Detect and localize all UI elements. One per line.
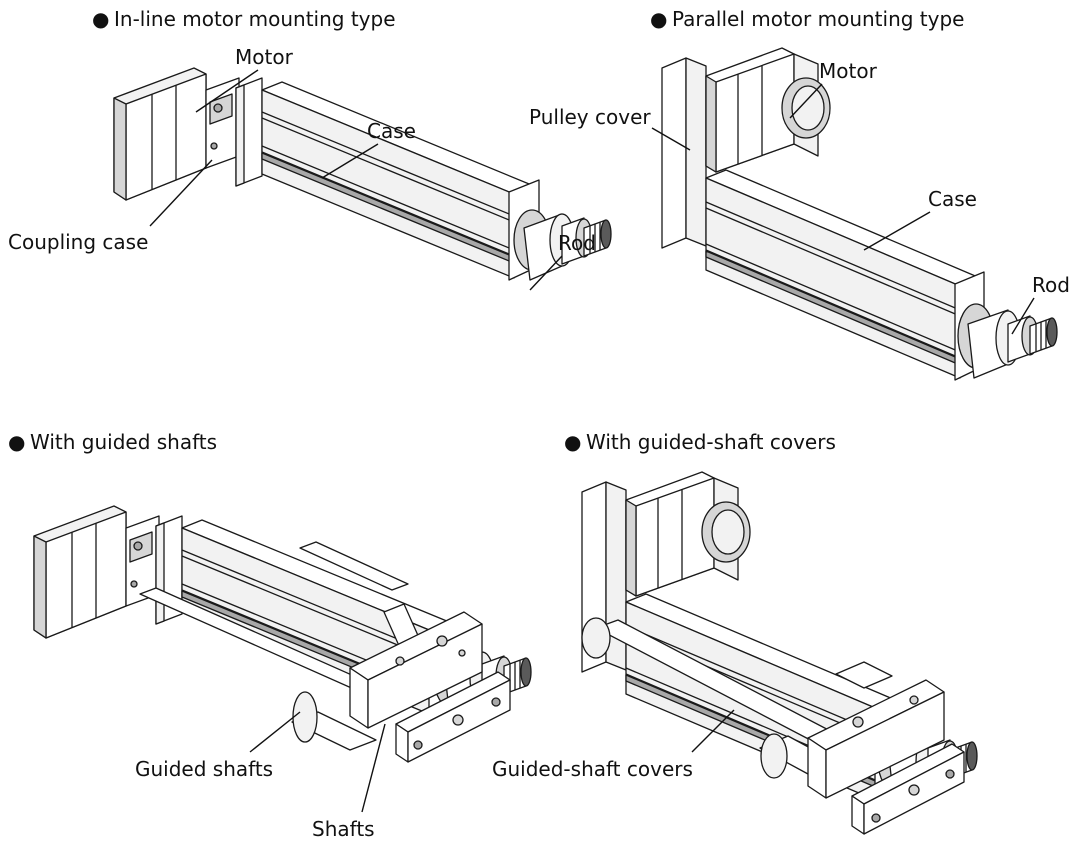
covers-section: ● With guided-shaft covers Guided-shaft …: [492, 430, 978, 835]
inline-rod-label: Rod: [558, 231, 596, 255]
covers-bullet: ●: [564, 430, 581, 454]
inline-rod-leader: [529, 255, 563, 291]
guided-front-plates: [349, 611, 511, 763]
guided-actuator-drawing: [33, 505, 532, 719]
parallel-rod-leader: [1011, 297, 1035, 335]
inline-bullet: ●: [92, 7, 109, 31]
inline-actuator-drawing: [113, 67, 612, 281]
guided-small-shafts-label: Shafts: [312, 817, 375, 841]
inline-section: ● In-line motor mounting type Motor Case…: [8, 7, 612, 291]
covers-label: Guided-shaft covers: [492, 757, 693, 781]
parallel-bullet: ●: [650, 7, 667, 31]
inline-motor-leader: [195, 69, 259, 113]
guided-small-shafts-leader: [361, 723, 386, 813]
parallel-actuator-drawing: [661, 47, 1058, 381]
inline-case-leader: [321, 143, 379, 179]
inline-motor-label: Motor: [235, 45, 294, 69]
guided-shafts-label: Guided shafts: [135, 757, 273, 781]
inline-coupling-label: Coupling case: [8, 230, 148, 254]
guided-section: ● With guided shafts Guided shafts: [8, 430, 532, 841]
covers-leader: [691, 709, 735, 753]
parallel-case-label: Case: [928, 187, 977, 211]
covers-front-plates: [807, 679, 965, 835]
inline-heading: In-line motor mounting type: [114, 7, 396, 31]
parallel-heading: Parallel motor mounting type: [672, 7, 964, 31]
guided-bullet: ●: [8, 430, 25, 454]
guided-shaft-bars: [139, 541, 421, 751]
parallel-pulley-label: Pulley cover: [529, 105, 651, 129]
parallel-pulley-leader: [651, 127, 691, 151]
parallel-motor-leader: [789, 83, 823, 119]
parallel-case-leader: [863, 211, 931, 251]
inline-coupling-leader: [149, 159, 213, 227]
guided-heading: With guided shafts: [30, 430, 217, 454]
parallel-section: ● Parallel motor mounting type Motor Pul…: [529, 7, 1070, 381]
guided-shafts-leader: [249, 711, 301, 753]
parallel-motor-label: Motor: [819, 59, 878, 83]
parallel-rod-label: Rod: [1032, 273, 1070, 297]
covers-heading: With guided-shaft covers: [586, 430, 836, 454]
inline-case-label: Case: [367, 119, 416, 143]
